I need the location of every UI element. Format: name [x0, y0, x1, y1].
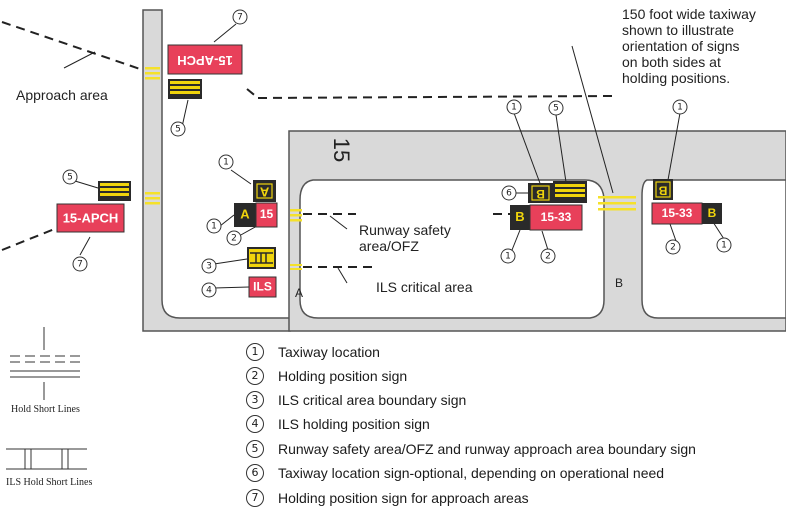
hold-markings [145, 67, 636, 270]
runway-pavement [288, 130, 786, 332]
ils-critical-label: ILS critical area [376, 279, 473, 295]
sign-loc-b-mid-optional: B [528, 183, 554, 203]
runway-number: 15 [329, 138, 354, 162]
callout-2-right: 2 [670, 243, 676, 253]
callout-1-right-top: 1 [677, 103, 683, 113]
legend-num-4: 4 [246, 415, 264, 433]
ils-hold-short-lines-symbol [6, 448, 87, 470]
sign-loc-a-text: A [240, 206, 250, 221]
legend-item-7: 7 Holding position sign for approach area… [246, 487, 529, 509]
legend-item-2: 2 Holding position sign [246, 365, 407, 387]
sign-ils-hold: ILS [248, 276, 277, 298]
callout-4: 4 [206, 286, 212, 296]
sign-ils-hold-text: ILS [253, 280, 272, 294]
callout-1-a: 1 [211, 222, 217, 232]
sign-hold-15-33-right-text: 15-33 [662, 206, 693, 220]
callout-2-mid: 2 [545, 252, 551, 262]
note-line-1: 150 foot wide taxiway [622, 6, 756, 22]
legend-num-6: 6 [246, 464, 264, 482]
note-line-4: on both sides at [622, 54, 721, 70]
leader-lines [63, 23, 725, 289]
legend-item-6: 6 Taxiway location sign-optional, dependi… [246, 462, 664, 484]
sign-loc-a: A [234, 203, 256, 227]
callout-6-mid: 6 [506, 189, 512, 199]
sign-loc-b-mid-text: B [515, 209, 524, 224]
sign-rsa-boundary-mid [553, 181, 587, 203]
legend-item-4: 4 ILS holding position sign [246, 413, 430, 435]
rsa-label-line1: Runway safety [359, 222, 451, 238]
callout-1-right: 1 [721, 241, 727, 251]
sign-rsa-boundary-top [168, 79, 202, 99]
sign-15-apch-left: 15-APCH [56, 203, 125, 233]
sign-15-apch-top: 15-APCH [167, 44, 243, 75]
note-text: 150 foot wide taxiway shown to illustrat… [622, 6, 756, 86]
note-line-3: orientation of signs [622, 38, 740, 54]
callout-1-mid-top: 1 [511, 103, 517, 113]
sign-loc-b-right-inverted: B [653, 179, 673, 200]
legend-text-7: Holding position sign for approach areas [278, 490, 529, 506]
legend-num-5: 5 [246, 440, 264, 458]
approach-area-label: Approach area [16, 87, 108, 103]
callouts [62, 9, 732, 298]
sign-loc-b-right: B [702, 203, 722, 224]
sign-loc-a-inverted: A [253, 180, 276, 202]
sign-ils-boundary [247, 247, 276, 269]
taxiway-label-a: A [295, 286, 303, 300]
callout-1-mid: 1 [505, 252, 511, 262]
callout-5-left: 5 [67, 173, 73, 183]
note-line-2: shown to illustrate [622, 22, 734, 38]
legend-item-3: 3 ILS critical area boundary sign [246, 389, 466, 411]
legend-text-2: Holding position sign [278, 368, 408, 384]
legend-text-4: ILS holding position sign [278, 416, 430, 432]
hold-short-lines-symbol [10, 327, 80, 400]
legend-num-7: 7 [246, 489, 264, 507]
sign-15-apch-left-text: 15-APCH [63, 210, 119, 225]
legend-item-5: 5 Runway safety area/OFZ and runway appro… [246, 438, 696, 460]
sign-loc-b-right-text: B [708, 206, 717, 220]
callout-numbers: 7 5 1 1 2 3 4 5 7 1 5 6 1 2 1 2 1 [67, 13, 727, 296]
legend-text-5: Runway safety area/OFZ and runway approa… [278, 441, 696, 457]
sign-hold-15-text: 15 [260, 207, 274, 221]
callout-7-top: 7 [237, 13, 243, 23]
hold-short-lines-label: Hold Short Lines [11, 404, 80, 415]
callout-1-a-inv: 1 [223, 158, 229, 168]
rsa-label-line2: area/OFZ [359, 238, 419, 254]
legend-text-6: Taxiway location sign-optional, dependin… [278, 465, 665, 481]
ils-hold-short-lines-label: ILS Hold Short Lines [6, 477, 93, 488]
sign-hold-15-33-right: 15-33 [651, 202, 703, 225]
legend-text-1: Taxiway location [278, 344, 380, 360]
legend-item-1: 1 Taxiway location [246, 341, 380, 363]
legend-text-3: ILS critical area boundary sign [278, 392, 467, 408]
sign-hold-15: 15 [255, 202, 278, 228]
callout-5-mid: 5 [553, 104, 559, 114]
legend-num-3: 3 [246, 391, 264, 409]
taxiway-label-b: B [615, 276, 623, 290]
legend-num-1: 1 [246, 343, 264, 361]
sign-loc-a-inverted-text: A [259, 185, 269, 200]
note-line-5: holding positions. [622, 70, 730, 86]
sign-hold-15-33-mid-text: 15-33 [541, 210, 572, 224]
callout-7-left: 7 [77, 260, 83, 270]
sign-hold-15-33-mid: 15-33 [529, 204, 583, 231]
callout-2-a: 2 [231, 234, 237, 244]
callout-3: 3 [206, 262, 212, 272]
sign-loc-b-mid: B [510, 205, 530, 230]
sign-15-apch-top-text: 15-APCH [177, 53, 233, 68]
sign-rsa-boundary-left [98, 181, 131, 201]
sign-loc-b-mid-optional-text: B [536, 187, 545, 201]
legend-num-2: 2 [246, 367, 264, 385]
callout-5-top: 5 [175, 125, 181, 135]
sign-loc-b-right-inverted-text: B [658, 183, 667, 197]
